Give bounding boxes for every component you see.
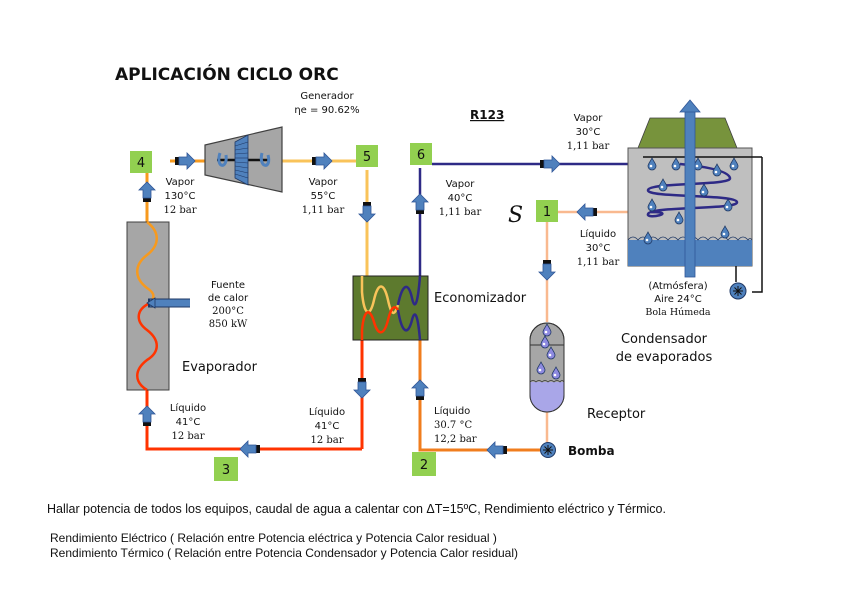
thermal-efficiency-definition: Rendimiento Térmico ( Relación entre Pot… [50,546,519,560]
task-statement: Hallar potencia de todos los equipos, ca… [47,502,666,516]
atmosphere-label: (Atmósfera) Aire 24°C Bola Húmeda [645,280,711,318]
svg-text:1: 1 [543,205,551,220]
s-mark: S [508,203,523,228]
svg-text:130°C: 130°C [164,191,195,202]
state-label-4: Vapor 130°C 12 bar [163,177,196,216]
flow-arrow-icon [486,441,508,459]
flow-arrow-icon [576,203,598,221]
svg-text:12,2 bar: 12,2 bar [434,434,477,445]
svg-text:1,11 bar: 1,11 bar [302,205,345,216]
flow-arrow-icon [358,201,376,223]
flow-arrow-icon [539,155,561,173]
node-6: 6 [410,143,432,165]
receiver-tank [529,322,565,413]
node-3: 3 [214,457,238,481]
svg-text:1,11 bar: 1,11 bar [439,207,482,218]
pump-label: Bomba [568,444,615,458]
economizer [352,275,429,341]
svg-text:ηe = 90.62%: ηe = 90.62% [294,105,359,116]
heat-source-label: Fuente de calor 200°C 850 kW [208,280,249,330]
svg-text:200°C: 200°C [212,306,244,317]
svg-text:6: 6 [417,148,425,163]
state-label-1: Líquido 30°C 1,11 bar [577,228,620,268]
svg-text:Líquido: Líquido [580,228,616,240]
svg-text:Líquido: Líquido [309,406,345,418]
economizer-label: Economizador [434,291,527,306]
svg-text:30.7 °C: 30.7 °C [434,420,472,431]
svg-text:41°C: 41°C [176,417,201,428]
node-4: 4 [130,151,152,173]
flow-arrow-icon [411,193,429,215]
flow-arrow-icon [538,259,556,281]
flow-arrow-icon [138,405,156,427]
flow-arrow-icon [353,377,371,399]
flow-arrow-icon [239,440,261,458]
svg-text:3: 3 [222,463,230,478]
pump [540,442,556,458]
state-label-2: Líquido 30.7 °C 12,2 bar [434,405,477,445]
condenser-label: Condensador de evaporados [616,332,713,365]
svg-text:850 kW: 850 kW [209,319,248,330]
svg-text:Bola Húmeda: Bola Húmeda [645,307,711,318]
svg-text:4: 4 [137,156,145,171]
svg-text:40°C: 40°C [448,193,473,204]
svg-text:12 bar: 12 bar [310,435,343,446]
node-1: 1 [536,200,558,222]
svg-text:1,11 bar: 1,11 bar [567,141,610,152]
diagram-title: APLICACIÓN CICLO ORC [115,63,339,85]
svg-text:12 bar: 12 bar [171,431,204,442]
svg-text:(Atmósfera): (Atmósfera) [648,280,707,292]
svg-text:41°C: 41°C [315,421,340,432]
svg-text:Líquido: Líquido [170,402,206,414]
flow-arrow-icon [311,152,333,170]
svg-text:1,11 bar: 1,11 bar [577,257,620,268]
svg-text:Fuente: Fuente [211,280,245,291]
evaporator-label: Evaporador [182,360,258,375]
receiver-label: Receptor [587,407,646,422]
fluid-label: R123 [470,108,504,122]
electric-efficiency-definition: Rendimiento Eléctrico ( Relación entre P… [50,531,497,545]
svg-text:Vapor: Vapor [166,177,196,188]
state-label-3-evap: Líquido 41°C 12 bar [170,402,206,442]
evaporative-condenser [627,99,763,300]
flow-arrow-icon [411,379,429,401]
svg-text:de calor: de calor [208,293,249,304]
flow-arrow-icon [174,152,196,170]
svg-text:2: 2 [420,458,428,473]
svg-text:Vapor: Vapor [309,177,339,188]
svg-text:Vapor: Vapor [574,113,604,124]
state-label-5: Vapor 55°C 1,11 bar [302,177,345,216]
turbine-generator [204,126,283,193]
node-5: 5 [356,145,378,167]
svg-text:Condensador: Condensador [621,332,708,347]
svg-text:12 bar: 12 bar [163,205,196,216]
state-label-3-econ: Líquido 41°C 12 bar [309,406,345,446]
svg-text:30°C: 30°C [576,127,601,138]
node-2: 2 [412,452,436,476]
generator-label: Generador ηe = 90.62% [294,91,359,116]
svg-text:5: 5 [363,150,371,165]
flow-arrow-icon [138,181,156,203]
svg-text:55°C: 55°C [311,191,336,202]
svg-text:de evaporados: de evaporados [616,350,713,365]
svg-text:Generador: Generador [300,91,354,102]
state-label-6: Vapor 40°C 1,11 bar [439,179,482,218]
svg-text:Líquido: Líquido [434,405,470,417]
evaporator [126,221,190,392]
svg-text:30°C: 30°C [586,243,611,254]
svg-text:Aire 24°C: Aire 24°C [654,294,702,305]
svg-text:Vapor: Vapor [446,179,476,190]
state-label-condenser-inlet: Vapor 30°C 1,11 bar [567,113,610,152]
